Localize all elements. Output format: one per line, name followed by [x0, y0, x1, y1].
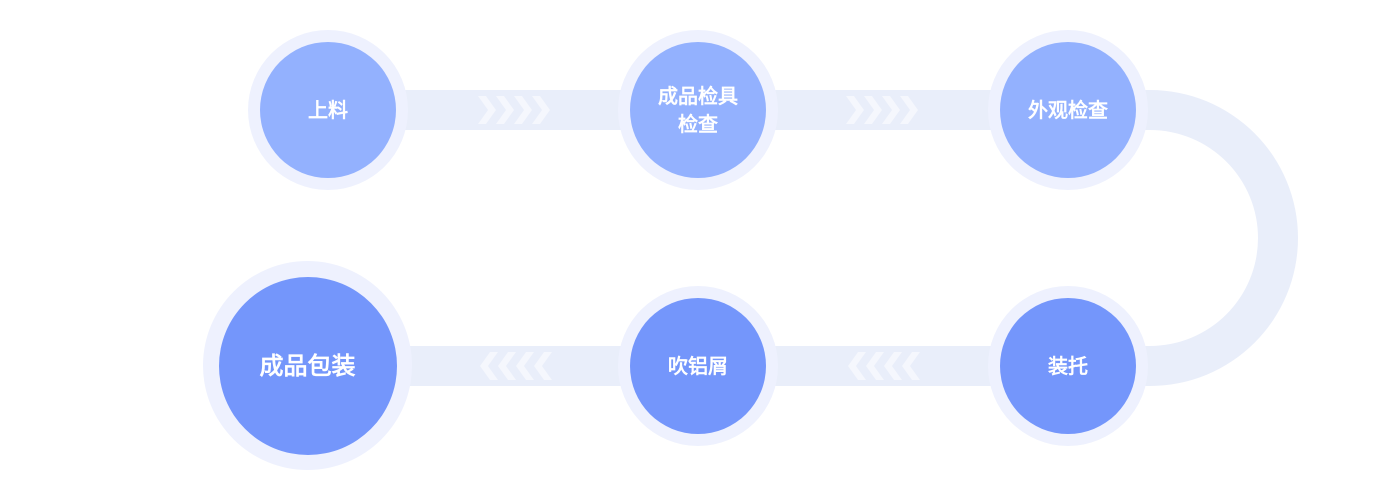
step-label: 装托: [1048, 354, 1088, 378]
step-label: 外观检查: [1028, 98, 1108, 122]
step-node-2: 成品检具 检查: [618, 30, 778, 190]
chevrons-right-icon: [846, 96, 918, 124]
step-node-4: 装托: [988, 286, 1148, 446]
step-label: 上料: [308, 98, 348, 122]
step-node-1: 上料: [248, 30, 408, 190]
chevrons-left-icon: [480, 352, 552, 380]
u-turn-arc: [1150, 90, 1298, 386]
step-label: 成品包装: [259, 351, 356, 380]
step-node-6: 成品包装: [203, 261, 412, 470]
step-label: 成品检具 检查: [658, 84, 738, 136]
step-node-3: 外观检查: [988, 30, 1148, 190]
chevrons-right-icon: [478, 96, 550, 124]
step-node-5: 吹铝屑: [618, 286, 778, 446]
chevrons-left-icon: [848, 352, 920, 380]
step-label: 吹铝屑: [668, 354, 728, 378]
